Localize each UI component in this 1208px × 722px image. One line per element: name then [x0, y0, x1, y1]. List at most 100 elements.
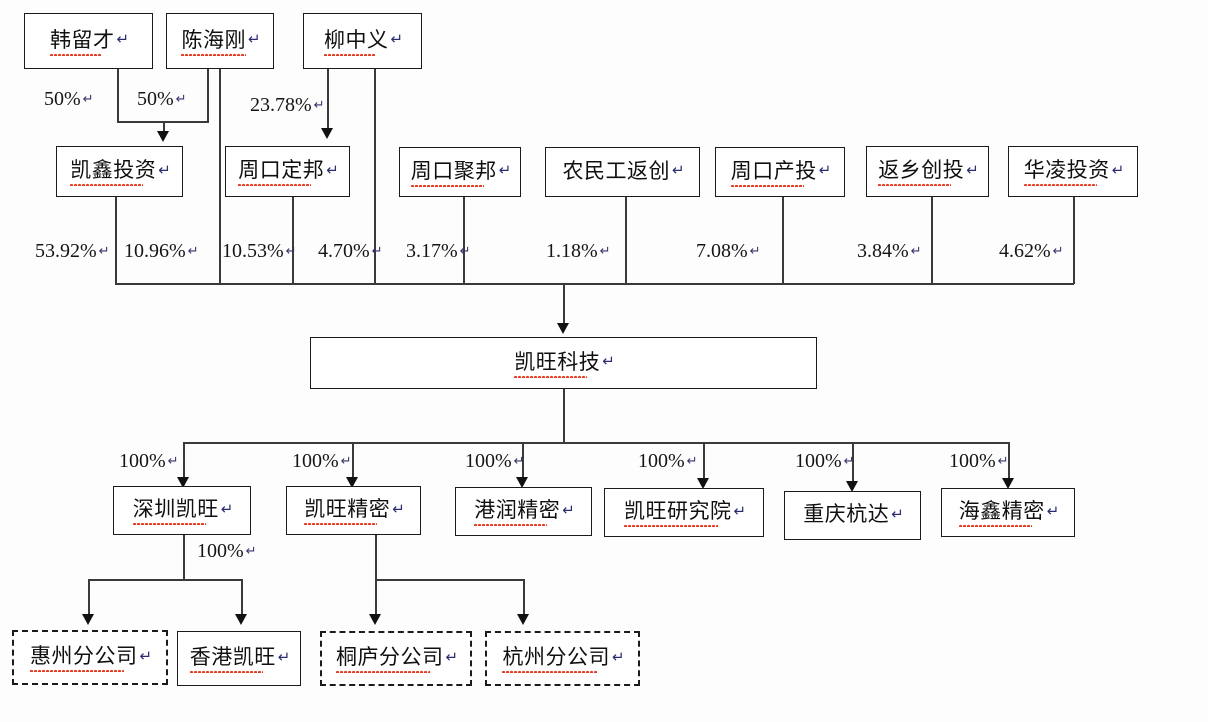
- pct-value: 10.96%: [124, 240, 186, 262]
- shareholder-box-hanliucai[interactable]: 韩留才↵: [24, 13, 153, 69]
- entity-label-zhoukou-dingbang: 周口定邦: [238, 158, 325, 186]
- paragraph-mark-icon: ↵: [602, 352, 615, 370]
- core-company-box[interactable]: 凯旺科技↵: [310, 337, 817, 389]
- connector-chantou-to-bus: [782, 197, 784, 284]
- entity-box-hualing[interactable]: 华凌投资↵: [1008, 146, 1138, 197]
- paragraph-mark-icon: ↵: [686, 454, 698, 469]
- main-ownership-bus: [115, 283, 1074, 285]
- pct-value: 100%: [292, 450, 339, 472]
- arrow-into-kwyjy: [697, 478, 709, 489]
- pct-value: 4.62%: [999, 240, 1051, 262]
- connector-dingbang-to-bus: [292, 197, 294, 284]
- connector-to-huizhou: [88, 579, 90, 621]
- pct-chenhaigang-direct-stake: 10.53%↵: [222, 241, 297, 261]
- paragraph-mark-icon: ↵: [1052, 244, 1064, 259]
- entity-box-zhoukou-chantou[interactable]: 周口产投↵: [715, 147, 845, 197]
- pct-value: 50%: [44, 88, 81, 110]
- subsidiary-box-gangrun[interactable]: 港润精密↵: [455, 487, 592, 536]
- shareholder-box-liuzhongyi[interactable]: 柳中义↵: [303, 13, 422, 69]
- paragraph-mark-icon: ↵: [997, 454, 1009, 469]
- pct-chantou-stake: 7.08%↵: [696, 241, 761, 261]
- pct-value: 100%: [465, 450, 512, 472]
- paragraph-mark-icon: ↵: [313, 98, 325, 113]
- paragraph-mark-icon: ↵: [611, 647, 625, 666]
- subsidiary-box-kwyjy[interactable]: 凯旺研究院↵: [604, 488, 764, 537]
- pct-fanxiang-stake: 3.84%↵: [857, 240, 922, 262]
- connector-bus-to-cqhangda: [852, 442, 854, 489]
- paragraph-mark-icon: ↵: [910, 244, 922, 259]
- pct-liuzhongyi-direct-stake: 4.70%↵: [318, 241, 383, 261]
- pct-value: 100%: [949, 450, 996, 472]
- paragraph-mark-icon: ↵: [891, 504, 904, 523]
- entity-label-nongmingong: 农民工返创: [562, 158, 670, 183]
- connector-szkaiwang-down: [183, 535, 185, 580]
- paragraph-mark-icon: ↵: [1111, 160, 1125, 179]
- entity-box-zhoukou-jubang[interactable]: 周口聚邦↵: [399, 147, 521, 197]
- paragraph-mark-icon: ↵: [247, 30, 261, 48]
- paragraph-mark-icon: ↵: [966, 160, 979, 179]
- shareholder-label-liuzhongyi: 柳中义: [323, 27, 389, 56]
- pct-value: 100%: [197, 540, 244, 562]
- branch-box-huizhou[interactable]: 惠州分公司↵: [12, 630, 168, 685]
- branch-box-hongkong[interactable]: 香港凯旺↵: [177, 631, 301, 686]
- entity-label-hualing: 华凌投资: [1023, 158, 1110, 186]
- subsidiary-distribution-bus: [183, 442, 1009, 444]
- pct-cqhangda-stake: 100%↵: [795, 451, 855, 471]
- connector-kaixin-drop: [163, 121, 165, 138]
- pct-gangrun-stake: 100%↵: [465, 450, 525, 472]
- connector-chenhaigang-direct: [219, 69, 221, 284]
- connector-kaixin-to-bus: [115, 197, 117, 284]
- shareholder-box-chenhaigang[interactable]: 陈海刚↵: [166, 13, 274, 69]
- arrow-into-huizhou: [82, 614, 94, 625]
- arrow-into-haixin: [1002, 478, 1014, 489]
- entity-box-kaixin[interactable]: 凯鑫投资↵: [56, 146, 183, 197]
- entity-box-zhoukou-dingbang[interactable]: 周口定邦↵: [225, 146, 350, 197]
- arrow-into-cqhangda: [846, 481, 858, 492]
- pct-liuzhongyi-dingbang: 23.78%↵: [250, 94, 325, 116]
- connector-bus-to-core: [563, 283, 565, 327]
- paragraph-mark-icon: ↵: [445, 647, 459, 666]
- pct-value: 50%: [137, 88, 174, 110]
- paragraph-mark-icon: ↵: [187, 244, 199, 259]
- subsidiary-box-kwjingmi[interactable]: 凯旺精密↵: [286, 486, 421, 535]
- pct-szkaiwang-stake: 100%↵: [119, 451, 179, 471]
- subsidiary-label-haixin: 海鑫精密: [958, 499, 1045, 527]
- pct-chenhaigang-kaixin: 50%↵: [137, 88, 187, 110]
- paragraph-mark-icon: ↵: [1046, 501, 1060, 520]
- paragraph-mark-icon: ↵: [513, 454, 525, 469]
- paragraph-mark-icon: ↵: [671, 161, 685, 179]
- branch-box-tonglu[interactable]: 桐庐分公司↵: [320, 631, 472, 686]
- arrow-into-kaixin: [157, 131, 169, 142]
- connector-liuzhongyi-to-dingbang: [327, 69, 329, 133]
- subsidiary-box-szkaiwang[interactable]: 深圳凯旺↵: [113, 486, 251, 535]
- paragraph-mark-icon: ↵: [158, 160, 171, 179]
- connector-kwjingmi-down: [375, 535, 377, 580]
- arrow-into-gangrun: [516, 477, 528, 488]
- branch-box-hangzhou[interactable]: 杭州分公司↵: [485, 631, 640, 686]
- paragraph-mark-icon: ↵: [390, 30, 404, 48]
- connector-bus-to-haixin: [1008, 442, 1010, 486]
- entity-box-fanxiang-chuangtou[interactable]: 返乡创投↵: [866, 146, 989, 197]
- connector-nongmingong-to-bus: [625, 197, 627, 284]
- entity-label-zhoukou-chantou: 周口产投: [730, 158, 817, 187]
- pct-hualing-stake: 4.62%↵: [999, 240, 1064, 262]
- connector-hualing-to-bus: [1073, 197, 1075, 284]
- pct-hanliucai-kaixin: 50%↵: [44, 88, 94, 110]
- paragraph-mark-icon: ↵: [498, 161, 512, 179]
- subsidiary-box-cqhangda[interactable]: 重庆杭达↵: [784, 491, 921, 540]
- paragraph-mark-icon: ↵: [116, 30, 130, 48]
- pct-value: 3.84%: [857, 240, 909, 262]
- connector-to-hongkong: [241, 579, 243, 621]
- pct-branch-szkaiwang: 100%↵: [197, 540, 257, 562]
- pct-value: 23.78%: [250, 94, 312, 116]
- subsidiary-box-haixin[interactable]: 海鑫精密↵: [941, 488, 1075, 537]
- connector-liuzhongyi-direct: [374, 69, 376, 284]
- entity-box-nongmingong[interactable]: 农民工返创↵: [545, 147, 700, 197]
- arrow-into-hongkong: [235, 614, 247, 625]
- subsidiary-label-gangrun: 港润精密: [474, 498, 561, 526]
- connector-bus-to-szkaiwang: [183, 442, 185, 485]
- paragraph-mark-icon: ↵: [167, 454, 179, 469]
- connector-to-tonglu: [375, 579, 377, 621]
- pct-kaixin-stake: 53.92%↵: [35, 241, 110, 261]
